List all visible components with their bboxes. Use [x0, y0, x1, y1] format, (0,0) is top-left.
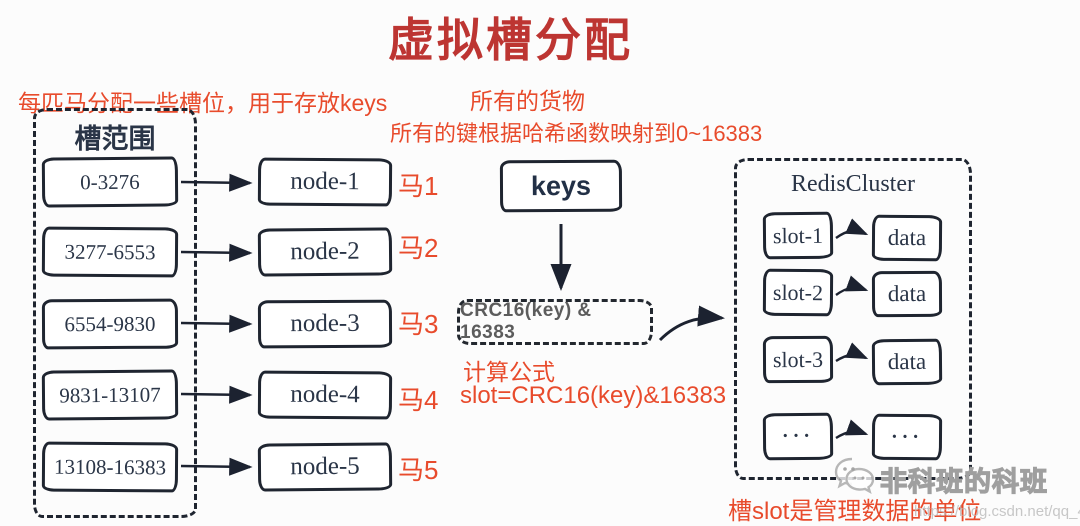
cluster-slot-label: slot-1	[772, 222, 824, 248]
ellipsis-label: ···	[781, 424, 815, 448]
cluster-slot-box-2: slot-2	[762, 268, 834, 317]
node-box-2: node-2	[257, 227, 393, 277]
arrow-crc-to-cluster	[658, 305, 725, 342]
cluster-slot-label: slot-2	[772, 279, 824, 305]
cluster-slot-box-1: slot-1	[762, 211, 834, 260]
cluster-data-label: data	[887, 280, 927, 307]
cluster-data-box-1: data	[871, 214, 943, 262]
annotation-slots-per-horse: 每匹马分配一些槽位，用于存放keys	[18, 90, 388, 116]
cluster-data-box-more: ···	[871, 413, 943, 461]
ellipsis-label: ···	[890, 425, 924, 448]
cluster-slot-box-3: slot-3	[762, 335, 834, 384]
redis-cluster-title: RedisCluster	[791, 171, 915, 197]
cluster-slot-box-more: ···	[762, 412, 834, 461]
slot-range-label: 0-3276	[80, 169, 140, 194]
node-box-3: node-3	[257, 299, 393, 349]
node-box-4: node-4	[257, 370, 393, 420]
slot-range-label: 3277-6553	[64, 239, 156, 264]
node-box-5: node-5	[257, 442, 393, 492]
node-label: node-3	[290, 309, 360, 338]
slot-range-label: 13108-16383	[53, 454, 167, 479]
slot-range-box-5: 13108-16383	[41, 441, 179, 493]
slot-range-box-2: 3277-6553	[41, 226, 179, 278]
slot-range-panel: 槽范围	[33, 108, 197, 518]
cluster-data-box-2: data	[871, 270, 943, 318]
keys-label: keys	[530, 170, 592, 201]
crc16-formula-box: CRC16(key) & 16383	[457, 299, 653, 345]
cluster-data-box-3: data	[871, 338, 943, 386]
page-title: 虚拟槽分配	[388, 14, 633, 66]
watermark-url: https://blog.csdn.net/qq_43255017	[914, 503, 1080, 520]
slot-range-box-1: 0-3276	[41, 156, 179, 208]
annotation-formula: slot=CRC16(key)&16383	[460, 382, 727, 409]
annotation-hash-mapping: 所有的键根据哈希函数映射到0~16383	[390, 121, 763, 146]
slot-range-box-4: 9831-13107	[41, 369, 179, 421]
horse-label-4: 马4	[398, 385, 439, 415]
keys-box: keys	[499, 159, 623, 213]
slot-range-box-3: 6554-9830	[41, 298, 179, 350]
node-box-1: node-1	[257, 157, 393, 207]
crc16-formula-label: CRC16(key) & 16383	[460, 300, 592, 343]
horse-label-3: 马3	[398, 309, 439, 339]
watermark-name: 非科班的科班	[879, 466, 1048, 497]
slot-range-label: 9831-13107	[59, 382, 161, 407]
cluster-data-label: data	[887, 348, 927, 375]
cluster-slot-label: slot-3	[772, 346, 824, 372]
node-label: node-5	[290, 452, 360, 481]
node-label: node-4	[290, 380, 360, 409]
cluster-data-label: data	[887, 224, 927, 251]
horse-label-5: 马5	[398, 455, 439, 485]
horse-label-2: 马2	[398, 233, 439, 263]
node-label: node-1	[290, 167, 360, 196]
annotation-slot-unit: 槽slot是管理数据的单位	[728, 498, 982, 525]
annotation-goods: 所有的货物	[470, 88, 585, 114]
slot-range-panel-title: 槽范围	[74, 124, 156, 154]
wechat-icon	[834, 457, 875, 494]
slot-range-label: 6554-9830	[64, 311, 156, 336]
horse-label-1: 马1	[398, 171, 439, 201]
annotation-formula-title: 计算公式	[463, 359, 555, 385]
node-label: node-2	[290, 237, 360, 266]
